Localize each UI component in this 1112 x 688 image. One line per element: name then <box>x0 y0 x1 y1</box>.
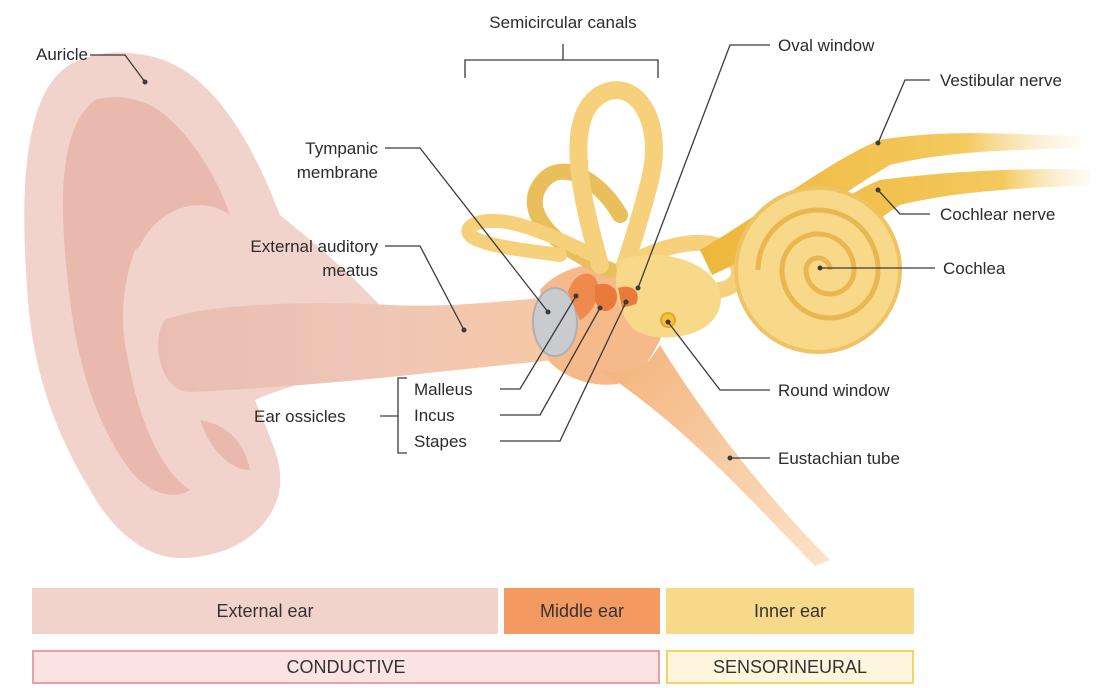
label-external-meatus-line1: External auditory <box>250 237 378 256</box>
label-auricle: Auricle <box>36 45 88 64</box>
hearing-loss-conductive: CONDUCTIVE <box>32 650 660 684</box>
label-round-window: Round window <box>778 381 890 400</box>
label-incus: Incus <box>414 406 455 425</box>
hearing-loss-sensorineural: SENSORINEURAL <box>666 650 914 684</box>
cochlea-shape <box>736 188 900 352</box>
label-tympanic-line2: membrane <box>297 163 378 182</box>
label-malleus: Malleus <box>414 380 473 399</box>
label-external-meatus-line2: meatus <box>322 261 378 280</box>
label-ear-ossicles: Ear ossicles <box>254 407 346 426</box>
region-external-ear: External ear <box>32 588 498 634</box>
label-vestibular-nerve: Vestibular nerve <box>940 71 1062 90</box>
label-tympanic-line1: Tympanic <box>305 139 378 158</box>
tympanic-membrane-shape <box>533 288 577 356</box>
semicircular-canals-shape <box>468 90 739 291</box>
label-cochlear-nerve: Cochlear nerve <box>940 205 1055 224</box>
region-middle-ear: Middle ear <box>504 588 660 634</box>
label-stapes: Stapes <box>414 432 467 451</box>
label-cochlea: Cochlea <box>943 259 1006 278</box>
external-auditory-canal-shape <box>158 298 555 392</box>
region-inner-ear: Inner ear <box>666 588 914 634</box>
label-semicircular-canals: Semicircular canals <box>489 13 636 32</box>
label-eustachian-tube: Eustachian tube <box>778 449 900 468</box>
label-oval-window: Oval window <box>778 36 875 55</box>
